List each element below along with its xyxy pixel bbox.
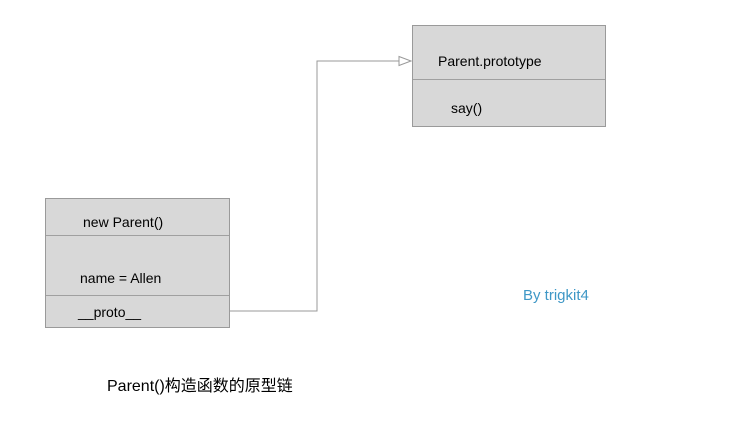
say-method-label: say()	[451, 100, 483, 116]
open-arrowhead-icon	[398, 55, 413, 67]
parent-prototype-box: Parent.prototype say()	[412, 25, 606, 127]
proto-link-line	[230, 60, 399, 312]
new-parent-title: new Parent()	[46, 199, 229, 236]
proto-slot-label: __proto__	[78, 304, 142, 320]
new-parent-instance-box: new Parent() name = Allen __proto__	[45, 198, 230, 328]
diagram-caption: Parent()构造函数的原型链	[107, 378, 293, 395]
parent-prototype-title: Parent.prototype	[413, 26, 605, 80]
credit-text: By trigkit4	[523, 287, 589, 304]
name-property-label: name = Allen	[46, 236, 229, 296]
